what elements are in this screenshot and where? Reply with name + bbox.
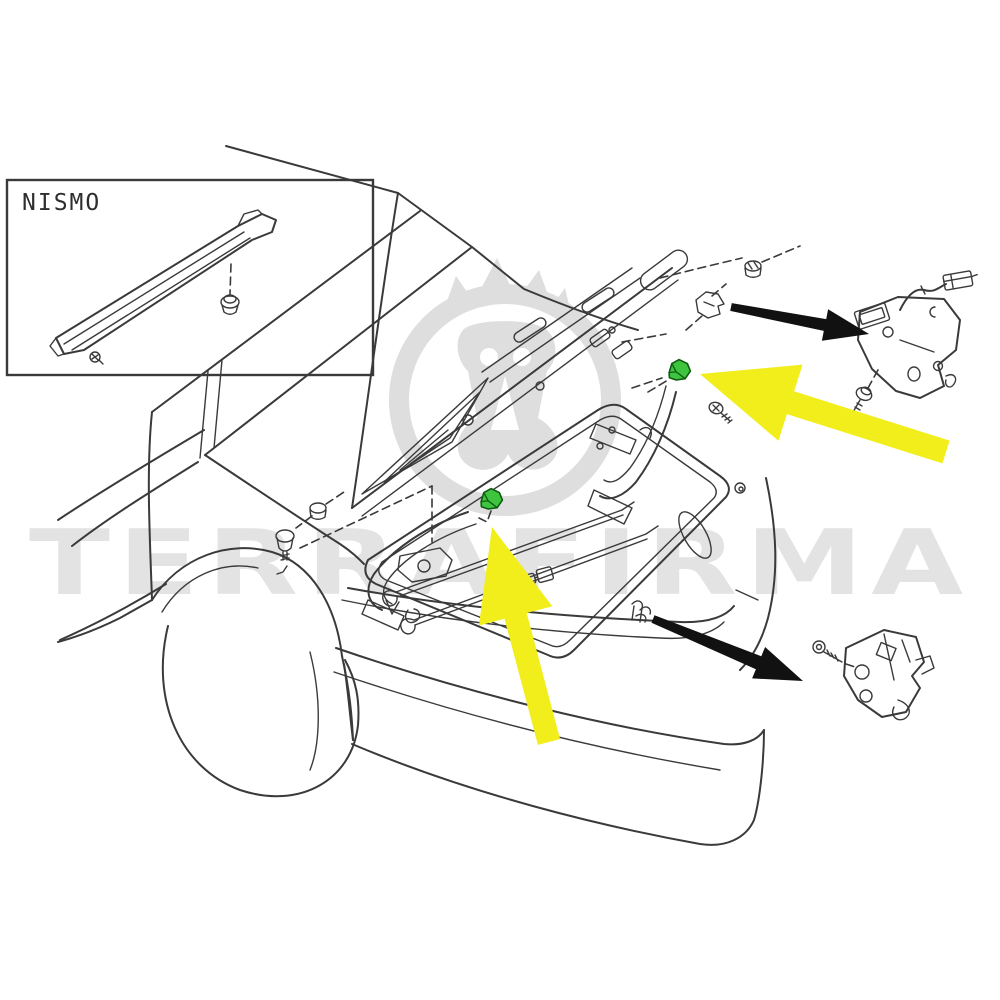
- hardware: [275, 260, 762, 575]
- yellow-arrow-to-center-clip: [478, 527, 561, 745]
- c-pillar-line: [151, 210, 421, 413]
- trunk-lock-actuator-assembly: [851, 270, 978, 415]
- striker-on-sill: [631, 600, 652, 623]
- nismo-inset-box: NISMO: [5, 178, 375, 377]
- hinge-screw: [708, 401, 733, 424]
- deck-nut: [295, 491, 345, 529]
- roof-line: [225, 145, 399, 194]
- inset-label: NISMO: [22, 190, 101, 216]
- actuator-bracket: [857, 296, 961, 399]
- trunk-lid-front-edge: [397, 192, 639, 331]
- watermark-logo-icon: [389, 258, 621, 516]
- trunk-striker-latch: [812, 629, 935, 721]
- hinge-clip-bracket: [695, 291, 725, 319]
- lid-stiffener-triangle: [361, 377, 489, 495]
- deck-bolt: [275, 529, 295, 575]
- trunk-opening-parts: [299, 245, 801, 659]
- trunk-weatherstrip-inner: [378, 415, 717, 648]
- inset-border: [5, 178, 375, 377]
- rear-glass-lower-line: [204, 246, 473, 456]
- highlighted-clips: [480, 358, 692, 510]
- black-arrow-to-striker: [651, 615, 803, 681]
- striker-screw: [812, 640, 843, 663]
- yellow-arrow-to-right-clip: [700, 364, 950, 464]
- wire-connector: [942, 270, 978, 291]
- rear-panel-oval: [678, 511, 712, 559]
- rear-bumper: [335, 647, 765, 746]
- spoiler-screw: [89, 351, 104, 365]
- grommet-clip-center: [480, 487, 504, 510]
- spoiler-clip: [220, 294, 240, 315]
- rear-tire: [161, 625, 360, 798]
- hinge-nut: [744, 260, 762, 278]
- trunk-lid-open: [351, 192, 689, 517]
- trunk-lock-bracket: [397, 547, 453, 583]
- actuator-bolt: [851, 386, 873, 415]
- trunk-sill: [347, 587, 735, 624]
- black-arrow-to-actuator: [730, 303, 869, 341]
- callout-arrows: [478, 303, 950, 745]
- grommet-clip-right: [668, 358, 692, 381]
- car-body-line-art: [57, 145, 777, 846]
- spoiler-strip: [49, 209, 277, 357]
- wheel-arch: [151, 547, 343, 657]
- trunk-lid-left-edge: [351, 192, 399, 509]
- striker-plate: [843, 629, 925, 718]
- actuator-wire: [899, 283, 947, 311]
